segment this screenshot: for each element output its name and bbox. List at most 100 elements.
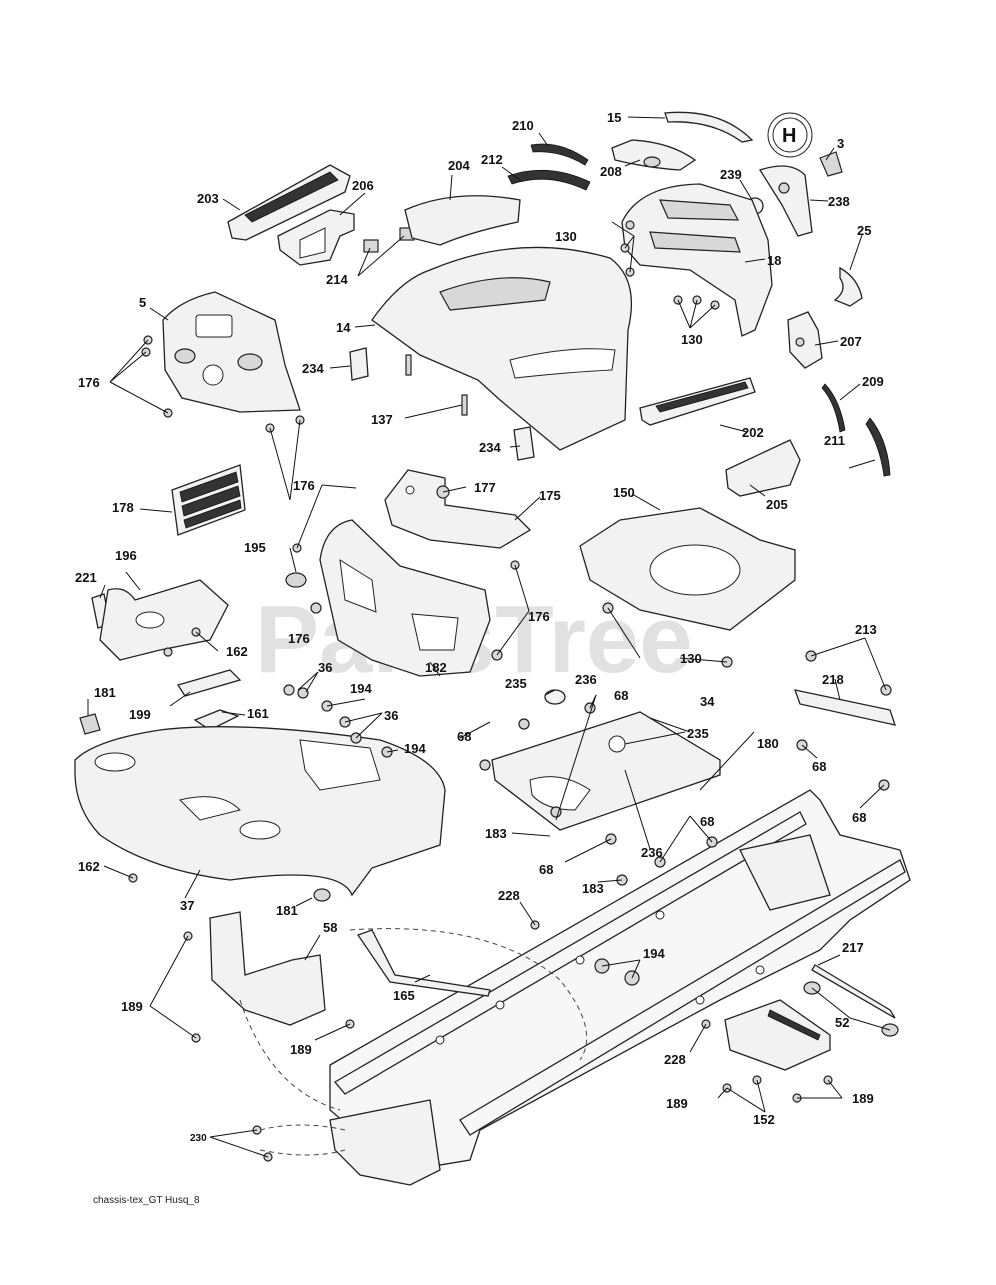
part-152-guard[interactable]: [724, 999, 831, 1071]
part-182-dash-panel[interactable]: [319, 519, 491, 677]
callout-176c[interactable]: 176: [288, 631, 310, 646]
callout-194b[interactable]: 194: [404, 741, 426, 756]
callout-234b[interactable]: 234: [479, 440, 501, 455]
callout-176b[interactable]: 176: [293, 478, 315, 493]
part-234-decal-lower[interactable]: [513, 426, 535, 461]
part-218-bracket[interactable]: [793, 689, 896, 726]
part-235-washer[interactable]: [544, 689, 566, 705]
part-37-fender[interactable]: [74, 726, 446, 897]
callout-178[interactable]: 178: [112, 500, 134, 515]
part-203-grille[interactable]: [227, 164, 351, 241]
callout-36a[interactable]: 36: [318, 660, 332, 675]
callout-204[interactable]: 204: [448, 158, 470, 173]
callout-130a[interactable]: 130: [555, 229, 577, 244]
part-150-shroud[interactable]: [579, 507, 796, 631]
callout-214[interactable]: 214: [326, 272, 348, 287]
callout-180[interactable]: 180: [757, 736, 779, 751]
callout-5[interactable]: 5: [139, 295, 146, 310]
part-202-panel[interactable]: [639, 377, 756, 426]
part-178-grille-panel[interactable]: [171, 464, 246, 536]
callout-238[interactable]: 238: [828, 194, 850, 209]
callout-196[interactable]: 196: [115, 548, 137, 563]
part-195-plug[interactable]: [285, 572, 307, 588]
part-205-panel[interactable]: [725, 439, 801, 497]
part-204-hood-insert[interactable]: [404, 195, 521, 246]
part-209-grille[interactable]: [821, 383, 846, 433]
callout-194a[interactable]: 194: [350, 681, 372, 696]
callout-189a[interactable]: 189: [121, 999, 143, 1014]
callout-236b[interactable]: 236: [641, 845, 663, 860]
callout-217[interactable]: 217: [842, 940, 864, 955]
part-199-plate[interactable]: [176, 669, 242, 697]
callout-177[interactable]: 177: [474, 480, 496, 495]
callout-130c[interactable]: 130: [680, 651, 702, 666]
callout-162a[interactable]: 162: [226, 644, 248, 659]
callout-213[interactable]: 213: [855, 622, 877, 637]
part-212-grille[interactable]: [507, 169, 591, 191]
callout-199[interactable]: 199: [129, 707, 151, 722]
callout-68c[interactable]: 68: [812, 759, 826, 774]
callout-68f[interactable]: 68: [539, 862, 553, 877]
callout-228a[interactable]: 228: [498, 888, 520, 903]
callout-68a[interactable]: 68: [614, 688, 628, 703]
part-217-rod[interactable]: [811, 964, 896, 1019]
part-210-grille[interactable]: [530, 143, 589, 166]
part-18-front-bumper[interactable]: [621, 183, 773, 337]
callout-68e[interactable]: 68: [700, 814, 714, 829]
callout-239[interactable]: 239: [720, 167, 742, 182]
part-234-decal-upper[interactable]: [349, 347, 369, 381]
callout-18[interactable]: 18: [767, 253, 781, 268]
callout-236a[interactable]: 236: [575, 672, 597, 687]
callout-150[interactable]: 150: [613, 485, 635, 500]
callout-175[interactable]: 175: [539, 488, 561, 503]
callout-221[interactable]: 221: [75, 570, 97, 585]
part-180-frame[interactable]: [329, 789, 911, 1186]
callout-183a[interactable]: 183: [485, 826, 507, 841]
callout-68b[interactable]: 68: [457, 729, 471, 744]
part-206-bracket[interactable]: [277, 209, 355, 266]
callout-182[interactable]: 182: [425, 660, 447, 675]
callout-235b[interactable]: 235: [687, 726, 709, 741]
callout-34[interactable]: 34: [700, 694, 715, 709]
part-181-grommet-lower[interactable]: [313, 888, 331, 902]
callout-194c[interactable]: 194: [643, 946, 665, 961]
part-207-light-housing[interactable]: [787, 311, 823, 369]
callout-36b[interactable]: 36: [384, 708, 398, 723]
callout-37[interactable]: 37: [180, 898, 194, 913]
callout-25[interactable]: 25: [857, 223, 871, 238]
callout-183b[interactable]: 183: [582, 881, 604, 896]
callout-176a[interactable]: 176: [78, 375, 100, 390]
callout-130b[interactable]: 130: [681, 332, 703, 347]
callout-212[interactable]: 212: [481, 152, 503, 167]
callout-165[interactable]: 165: [393, 988, 415, 1003]
callout-228b[interactable]: 228: [664, 1052, 686, 1067]
part-175-bracket[interactable]: [384, 469, 532, 549]
callout-211[interactable]: 211: [824, 433, 845, 448]
callout-152[interactable]: 152: [753, 1112, 775, 1127]
callout-181a[interactable]: 181: [94, 685, 116, 700]
part-165-rod[interactable]: [356, 929, 491, 997]
callout-137[interactable]: 137: [371, 412, 393, 427]
part-181-grommet-upper[interactable]: [79, 713, 101, 735]
callout-209[interactable]: 209: [862, 374, 884, 389]
part-25-cover[interactable]: [833, 266, 863, 307]
part-15-trim[interactable]: [664, 111, 754, 143]
callout-210[interactable]: 210: [512, 118, 534, 133]
callout-189d[interactable]: 189: [852, 1091, 874, 1106]
part-58-bracket[interactable]: [209, 911, 326, 1026]
callout-206[interactable]: 206: [352, 178, 374, 193]
callout-15[interactable]: 15: [607, 110, 621, 125]
callout-234a[interactable]: 234: [302, 361, 324, 376]
part-211-grille[interactable]: [865, 417, 891, 477]
callout-230[interactable]: 230: [190, 1133, 207, 1144]
callout-189b[interactable]: 189: [290, 1042, 312, 1057]
callout-162b[interactable]: 162: [78, 859, 100, 874]
part-196-rear-console[interactable]: [99, 579, 229, 661]
callout-208[interactable]: 208: [600, 164, 622, 179]
callout-207[interactable]: 207: [840, 334, 862, 349]
callout-218[interactable]: 218: [822, 672, 844, 687]
callout-205[interactable]: 205: [766, 497, 788, 512]
callout-203[interactable]: 203: [197, 191, 219, 206]
callout-58[interactable]: 58: [323, 920, 337, 935]
callout-189c[interactable]: 189: [666, 1096, 688, 1111]
